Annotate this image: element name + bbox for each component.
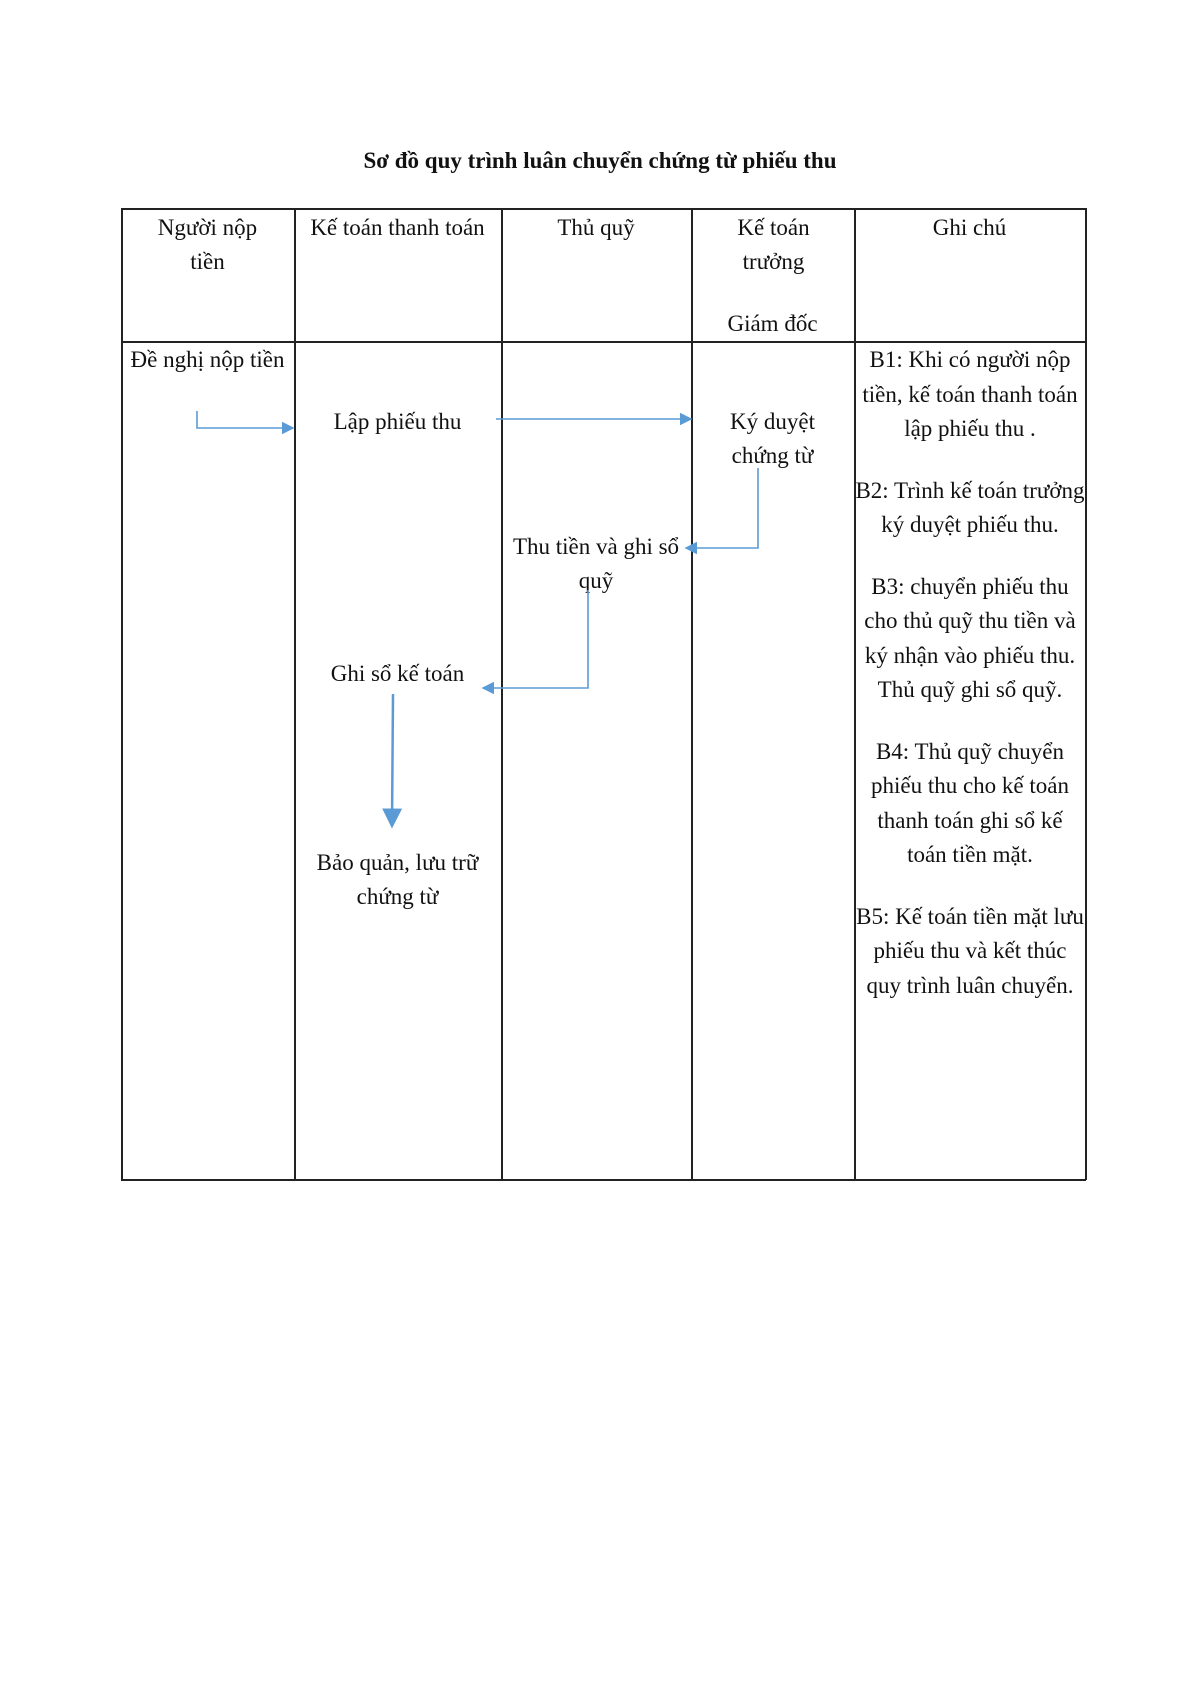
header-notes: Ghi chú (932, 215, 1007, 240)
header-treasurer: Thủ quỹ (557, 215, 635, 240)
column-divider (121, 208, 123, 1180)
column-divider (854, 208, 856, 1180)
header-cashier-accountant: Kế toán thanh toán (310, 215, 485, 240)
column-divider (501, 208, 503, 1180)
step-archive: Bảo quản, lưu trữ chứng từ (316, 850, 479, 909)
column-divider (691, 208, 693, 1180)
arrow-collect-to-record (481, 590, 589, 695)
header-director: Giám đốc (727, 311, 818, 336)
column-divider (1085, 208, 1087, 1180)
note-step-2: B2: Trình kế toán trưởng ký duyệt phiếu … (855, 477, 1085, 538)
arrow-request-to-create (196, 411, 295, 435)
column-divider (294, 208, 296, 1180)
step-create-receipt: Lập phiếu thu (333, 409, 462, 434)
header-divider (121, 341, 1086, 343)
step-record: Ghi sổ kế toán (330, 661, 465, 686)
step-request: Đề nghị nộp tiền (130, 347, 285, 372)
step-approve: Ký duyệt chứng từ (730, 409, 815, 468)
header-chief-accountant: Kế toán trưởng (737, 215, 810, 274)
arrow-record-to-archive (382, 693, 403, 829)
notes-list: B1: Khi có người nộp tiền, kế toán thanh… (855, 343, 1085, 1030)
note-step-5: B5: Kế toán tiền mặt lưu phiếu thu và kế… (856, 903, 1084, 998)
header-payer: Người nộp tiền (157, 215, 258, 274)
diagram-title: Sơ đồ quy trình luân chuyển chứng từ phi… (363, 148, 837, 173)
note-step-3: B3: chuyển phiếu thu cho thủ quỹ thu tiề… (864, 573, 1076, 703)
step-collect: Thu tiền và ghi sổ quỹ (512, 534, 680, 593)
table-border-bottom (121, 1179, 1086, 1181)
table-border-top (121, 208, 1086, 210)
note-step-4: B4: Thủ quỹ chuyển phiếu thu cho kế toán… (870, 738, 1069, 868)
arrow-approve-to-collect (684, 468, 759, 555)
note-step-1: B1: Khi có người nộp tiền, kế toán thanh… (862, 347, 1078, 441)
